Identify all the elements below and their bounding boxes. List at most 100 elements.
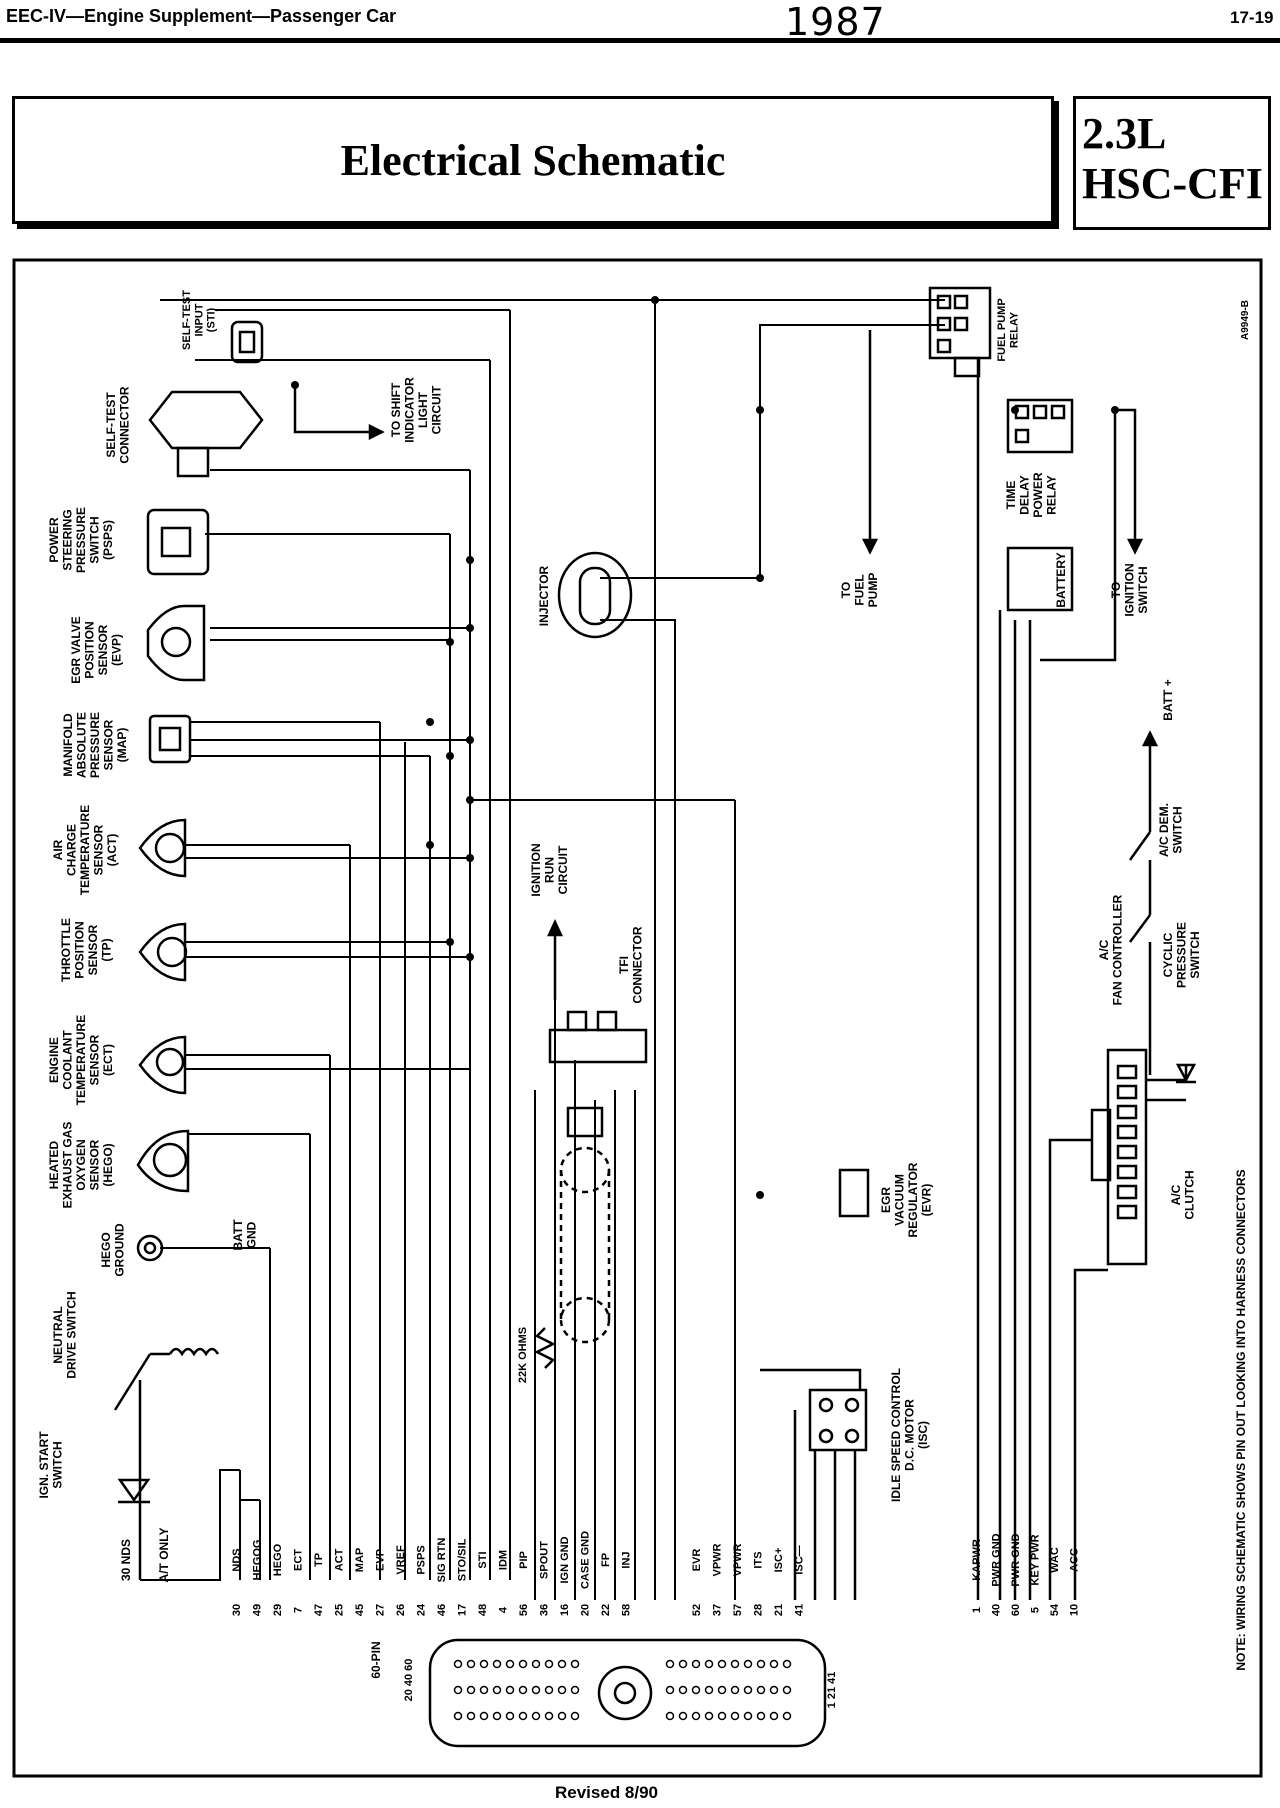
pin-hole (691, 1659, 701, 1669)
act-label-line: TEMPERATURE (78, 805, 92, 895)
pin-left-label-11-line: STO/SIL (457, 1538, 469, 1581)
hego-label-line: EXHAUST GAS (60, 1122, 74, 1209)
pin-left-label-12-line: STI (477, 1551, 489, 1568)
pin-mid-label-2: VPWR (732, 1543, 744, 1576)
pin-hole (665, 1659, 675, 1669)
fuel-pump-label-line: PUMP (866, 573, 880, 608)
pin-right-num-1-line: 40 (991, 1604, 1003, 1616)
cyclic-switch-label-line: PRESSURE (1174, 922, 1188, 988)
pin-left-num-7: 27 (375, 1604, 387, 1616)
pin-numbers-right-label-line: 1 21 41 (826, 1672, 838, 1709)
pin-left-num-8: 26 (395, 1604, 407, 1616)
pin-right-num-4-line: 54 (1049, 1603, 1061, 1616)
nds-30-label-line: 30 NDS (119, 1539, 133, 1581)
pin-left-num-7-line: 27 (375, 1604, 387, 1616)
hego-label-line: (HEGO) (101, 1143, 115, 1186)
pin-hole (704, 1685, 714, 1695)
pin-hole (665, 1685, 675, 1695)
pin-mid-label-3: ITS (753, 1551, 765, 1568)
pin-left-num-18-line: 22 (600, 1604, 612, 1616)
pin-hole (557, 1685, 567, 1695)
hego-ground-label-line: GROUND (112, 1223, 126, 1277)
pin-left-label-18-line: FP (600, 1553, 612, 1567)
60-pin-connector-shape (428, 1638, 827, 1748)
self-test-input-label-line: (STI) (206, 307, 218, 332)
pin-hole (557, 1711, 567, 1721)
pin-hole (531, 1711, 541, 1721)
ect-label-line: (ECT) (101, 1044, 115, 1076)
wiring-note-label-line: NOTE: WIRING SCHEMATIC SHOWS PIN OUT LOO… (1234, 1169, 1248, 1670)
pin-left-label-1: HEGOG (252, 1540, 264, 1581)
pin-hole (717, 1685, 727, 1695)
pin-mid-num-0-line: 52 (691, 1604, 703, 1616)
engine-box: 2.3L HSC-CFI (1073, 96, 1271, 230)
pin-numbers-left-label: 20 40 60 (403, 1659, 415, 1702)
battery-label-line: BATTERY (1054, 552, 1068, 607)
pin-hole (505, 1711, 515, 1721)
pin-left-label-11: STO/SIL (457, 1538, 469, 1581)
pin-hole (678, 1659, 688, 1669)
pin-left-num-16: 16 (559, 1604, 571, 1616)
pin-left-label-3: ECT (293, 1549, 305, 1571)
evp-label-line: EGR VALVE (69, 616, 83, 684)
pin-mid-num-2-line: 57 (732, 1604, 744, 1616)
pin-mid-label-4: ISC+ (773, 1548, 785, 1573)
act-label-line: (ACT) (105, 834, 119, 867)
pin-left-label-15-line: SPOUT (539, 1541, 551, 1579)
pin-left-num-10-line: 46 (436, 1604, 448, 1616)
pin-left-label-3-line: ECT (293, 1549, 305, 1571)
pin-hole (531, 1685, 541, 1695)
pin-mid-num-1-line: 37 (712, 1604, 724, 1616)
pin-hole (479, 1685, 489, 1695)
ignition-switch-label-line: SWITCH (1136, 566, 1150, 613)
pin-hole (505, 1659, 515, 1669)
pin-left-label-6: MAP (354, 1548, 366, 1572)
ignition-run-label-line: CIRCUIT (556, 845, 570, 894)
map-label-line: ABSOLUTE (74, 712, 88, 778)
pin-left-label-9-line: PSPS (416, 1545, 428, 1574)
pin-left-num-17-line: 20 (580, 1604, 592, 1616)
act-label-line: AIR (51, 839, 65, 860)
pin-mid-label-0: EVR (691, 1549, 703, 1572)
year-header: 1987 (785, 0, 886, 44)
isc-label-line: (ISC) (916, 1421, 930, 1449)
pin-left-num-16-line: 16 (559, 1604, 571, 1616)
pin-hole (466, 1659, 476, 1669)
pin-right-num-0-line: 1 (971, 1607, 983, 1613)
pin-right-label-2-line: PWR GND (1010, 1533, 1022, 1586)
time-delay-relay-label-line: RELAY (1044, 475, 1058, 515)
fan-controller-label-line: FAN CONTROLLER (1110, 894, 1124, 1005)
pin-left-label-19-line: INJ (621, 1551, 633, 1568)
fan-controller-label-line: A/C (1097, 939, 1111, 960)
pin-right-label-5: ACC (1069, 1548, 1081, 1572)
at-only-label: A/T ONLY (157, 1528, 171, 1583)
ac-dem-switch-label-line: SWITCH (1170, 806, 1184, 853)
pin-hole (570, 1659, 580, 1669)
pin-mid-label-3-line: ITS (753, 1551, 765, 1568)
isc-label-line: D.C. MOTOR (902, 1399, 916, 1471)
pin-hole (518, 1685, 528, 1695)
pin-right-label-3-line: KEY PWR (1030, 1534, 1042, 1585)
time-delay-relay-label-line: DELAY (1017, 475, 1031, 515)
pin-left-num-0: 30 (231, 1604, 243, 1616)
pin-left-label-8: VREF (395, 1545, 407, 1575)
wire-junctions (291, 296, 1119, 1199)
pin-hole (570, 1685, 580, 1695)
shift-indicator-label-line: LIGHT (416, 391, 430, 428)
psps-label-line: (PSPS) (101, 520, 115, 560)
pin-left-num-18: 22 (600, 1604, 612, 1616)
pin-left-num-9: 24 (416, 1603, 428, 1616)
hego-ground-label-line: HEGO (99, 1232, 113, 1267)
psps-label-line: STEERING (60, 509, 74, 570)
pin-left-num-13-line: 4 (498, 1606, 510, 1613)
pin-hole (691, 1685, 701, 1695)
pin-hole (505, 1685, 515, 1695)
pin-mid-num-3: 28 (753, 1604, 765, 1616)
pin-right-num-4: 54 (1049, 1603, 1061, 1616)
